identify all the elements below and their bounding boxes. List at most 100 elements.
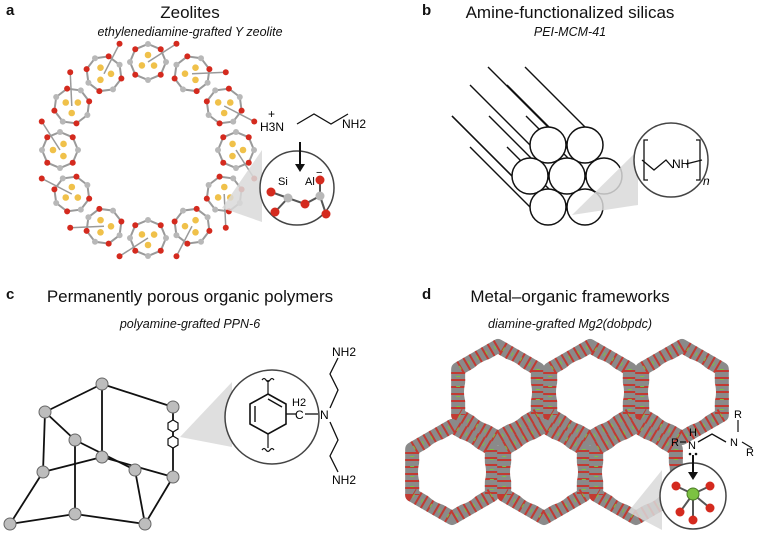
zoom-circle-a — [259, 150, 335, 226]
bracket-left — [643, 139, 648, 181]
network-node — [128, 463, 142, 477]
biphenyl-linker — [167, 419, 179, 449]
mg-center — [686, 487, 700, 501]
zoom-cone-a — [222, 150, 262, 222]
panel-subtitle-c: polyamine-grafted PPN-6 — [119, 317, 261, 331]
zeolite-cage — [203, 85, 258, 127]
mof-channel — [405, 419, 499, 525]
network-node — [68, 433, 82, 447]
r-bond-3 — [741, 441, 753, 449]
network-node — [138, 517, 152, 531]
polymer-diagram: H2 C N NH2 NH2 — [3, 345, 356, 531]
panel-title-d: Metal–organic frameworks — [470, 287, 670, 306]
benzene-double-2 — [267, 398, 283, 408]
silica-diagram: NH n — [451, 66, 710, 226]
lone-pair-dot — [688, 452, 692, 456]
panel-title-a: Zeolites — [160, 3, 220, 22]
label-n1: N — [688, 440, 696, 452]
arm-up — [329, 357, 339, 409]
mof-oxygen — [705, 503, 715, 513]
inset-oxygen-3 — [315, 175, 325, 185]
label-n-c: N — [320, 408, 329, 422]
panel-mofs: d Metal–organic frameworks diamine-graft… — [380, 272, 760, 544]
panel-title-c: Permanently porous organic polymers — [46, 287, 334, 306]
panel-subtitle-b: PEI-MCM-41 — [533, 25, 607, 39]
network-node — [36, 465, 50, 479]
zoom-cone-d — [628, 470, 662, 530]
panel-zeolites: a Zeolites ethylenediamine-grafted Y zeo… — [0, 0, 380, 272]
network-node — [95, 450, 109, 464]
zeolite-framework-ring — [38, 40, 258, 260]
panel-polymers: c Permanently porous organic polymers po… — [0, 272, 380, 544]
zeolite-cage — [116, 217, 169, 260]
arrow-head-a — [295, 164, 305, 172]
panel-letter-d: d — [422, 286, 432, 303]
mof-oxygen — [705, 481, 715, 491]
zoom-circle-b — [633, 122, 709, 198]
panel-letter-c: c — [6, 286, 15, 303]
wavy-bond-bottom — [261, 434, 275, 453]
label-r2: R — [734, 409, 742, 421]
inset-oxygen-1 — [266, 187, 276, 197]
inset-oxygen-5 — [321, 209, 331, 219]
zeolite-diagram: H3N + NH2 Si Al − — [38, 40, 366, 260]
mof-channel — [543, 339, 637, 445]
zoom-cone-b — [572, 150, 638, 215]
label-n2: N — [730, 437, 738, 449]
tube-end — [529, 126, 567, 164]
diamondoid-network — [9, 383, 174, 525]
panel-letter-a: a — [6, 2, 15, 19]
network-node — [95, 377, 109, 391]
mof-oxygen — [675, 507, 685, 517]
mof-channel — [497, 419, 591, 525]
zeolite-cage — [83, 40, 125, 95]
zeolite-cage — [127, 40, 180, 83]
label-nh2-top: NH2 — [332, 345, 356, 359]
tube-end — [511, 157, 549, 195]
zeolite-cage — [38, 118, 81, 171]
lone-pair-dot — [694, 452, 698, 456]
tube-edge — [469, 84, 531, 146]
inset-aluminum — [315, 191, 325, 201]
panel-subtitle-d: diamine-grafted Mg2(dobpdc) — [488, 317, 652, 331]
tube-end — [529, 188, 567, 226]
diamine-chain — [697, 433, 727, 443]
mof-channel — [635, 339, 729, 445]
label-si: Si — [278, 176, 288, 188]
label-al: Al — [305, 176, 315, 188]
tube-edge — [469, 146, 531, 208]
mof-honeycomb-lattice — [405, 339, 729, 525]
inset-oxygen-2 — [300, 199, 310, 209]
network-node — [166, 470, 180, 484]
network-node — [3, 517, 17, 531]
ethylenediamine-chain — [296, 113, 349, 125]
pei-chain-2 — [685, 159, 703, 165]
label-r1: R — [671, 437, 679, 449]
zeolite-cage — [171, 205, 213, 260]
mof-channel — [451, 339, 545, 445]
zeolite-cage — [51, 69, 93, 127]
mesopore-tubes — [451, 66, 623, 226]
panel-letter-b: b — [422, 2, 432, 19]
mof-oxygen — [688, 515, 698, 525]
panel-silicas: b Amine-functionalized silicas PEI-MCM-4… — [380, 0, 760, 272]
mof-oxygen — [671, 481, 681, 491]
label-nh2-a: NH2 — [342, 117, 366, 131]
tube-end — [548, 157, 586, 195]
network-node — [166, 400, 180, 414]
arrow-head-d — [688, 472, 698, 480]
zeolite-cage — [171, 53, 229, 95]
label-r3: R — [746, 447, 754, 459]
wavy-bond-top — [261, 377, 275, 394]
pei-chain — [641, 159, 674, 171]
label-h: H — [689, 427, 697, 439]
zoom-circle-c — [224, 369, 320, 465]
label-nh2-bottom: NH2 — [332, 473, 356, 487]
mof-diagram: R H N N R R — [405, 339, 754, 530]
network-node — [38, 405, 52, 419]
panel-subtitle-a: ethylenediamine-grafted Y zeolite — [97, 25, 283, 39]
label-h2: H2 — [292, 397, 306, 409]
label-n-repeat: n — [703, 174, 710, 188]
inset-oxygen-4 — [270, 207, 280, 217]
zoom-cone-c — [180, 382, 232, 447]
